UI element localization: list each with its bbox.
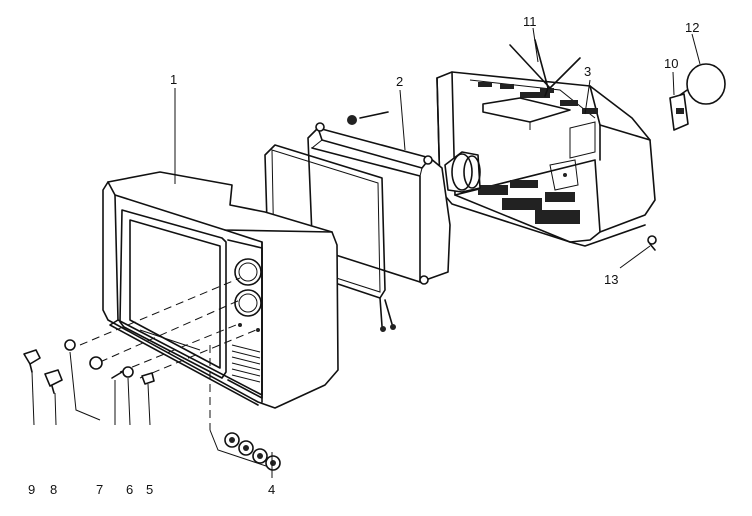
knob-7a bbox=[64, 339, 76, 351]
part-5 bbox=[141, 372, 155, 385]
explode-lines bbox=[79, 277, 257, 430]
push-buttons bbox=[209, 429, 281, 471]
knob-9 bbox=[23, 349, 41, 373]
callout-5: 5 bbox=[146, 482, 153, 497]
callout-12: 12 bbox=[685, 20, 699, 35]
knob-8 bbox=[44, 369, 63, 394]
ac-plug bbox=[669, 63, 726, 131]
callout-4: 4 bbox=[268, 482, 275, 497]
callout-9: 9 bbox=[28, 482, 35, 497]
back-cabinet bbox=[436, 71, 657, 251]
front-cabinet bbox=[102, 171, 339, 409]
callout-10: 10 bbox=[664, 56, 678, 71]
callout-13: 13 bbox=[604, 272, 618, 287]
part-6 bbox=[111, 366, 134, 379]
callout-8: 8 bbox=[50, 482, 57, 497]
callout-6: 6 bbox=[126, 482, 133, 497]
callout-7: 7 bbox=[96, 482, 103, 497]
knob-7b bbox=[89, 356, 103, 370]
callout-2: 2 bbox=[396, 74, 403, 89]
antenna bbox=[509, 39, 581, 97]
callout-1: 1 bbox=[170, 72, 177, 87]
callout-labels: 1 2 3 4 5 6 7 8 9 10 11 12 13 bbox=[28, 14, 699, 497]
callout-3: 3 bbox=[584, 64, 591, 79]
callout-11: 11 bbox=[523, 14, 537, 29]
callout-leaders bbox=[174, 27, 701, 478]
